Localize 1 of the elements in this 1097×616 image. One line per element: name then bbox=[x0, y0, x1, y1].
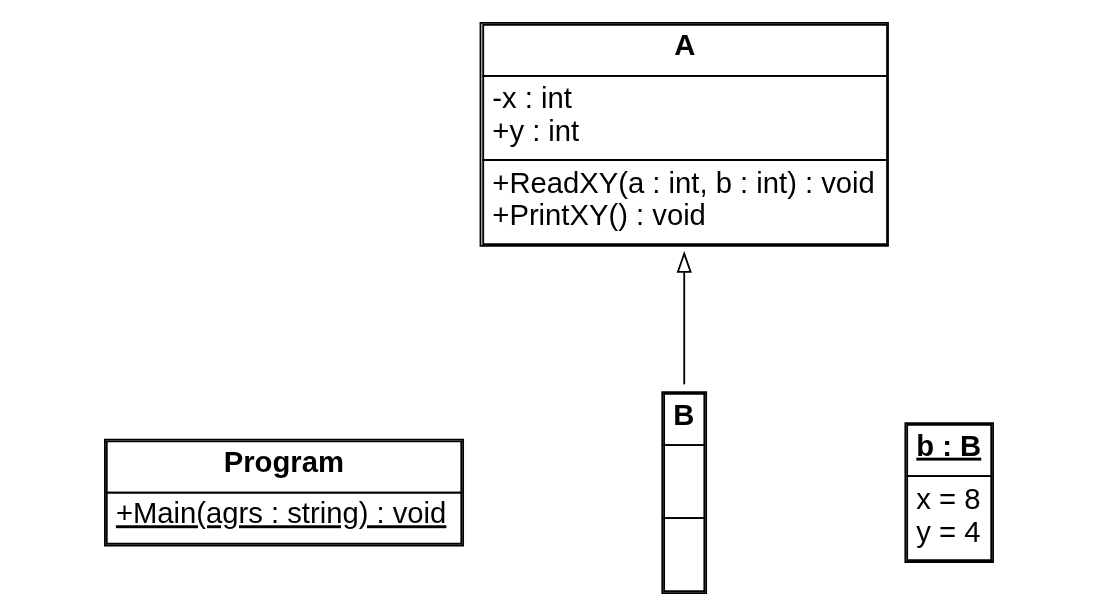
arrow bbox=[676, 250, 692, 386]
